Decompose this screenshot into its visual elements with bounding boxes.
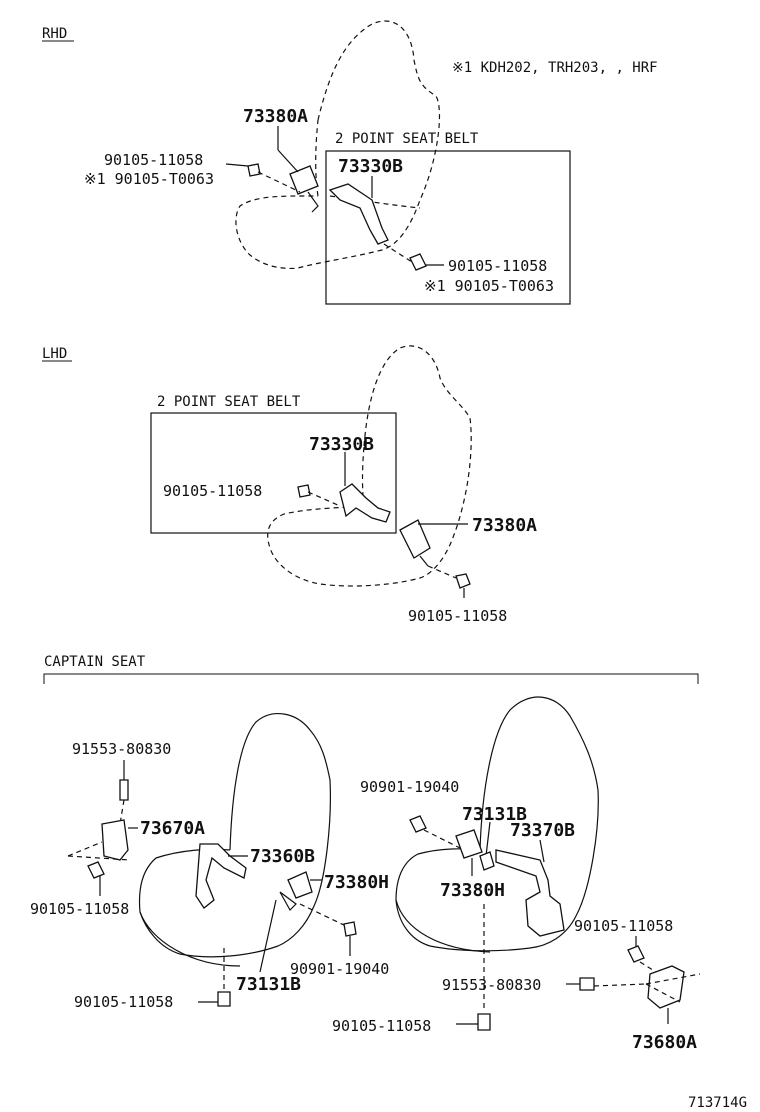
rhd-buckle-part xyxy=(289,165,319,195)
rhd-2point-box xyxy=(325,150,571,305)
section-label-rhd: RHD xyxy=(42,26,67,42)
cr-screw-part xyxy=(409,815,427,833)
cr-stay-part xyxy=(479,851,495,871)
lhd-buckle-bolt-part xyxy=(455,573,471,589)
rhd-belt-bolt-part xyxy=(409,253,427,271)
lhd-belt-part xyxy=(339,483,391,523)
cl-screw-part xyxy=(343,921,357,937)
cr-bolt-mid-label: 91553-80830 xyxy=(442,976,541,994)
cr-bracket-part xyxy=(647,965,685,1009)
section-label-captain: CAPTAIN SEAT xyxy=(44,654,146,670)
rhd-bolt-alt-label: ※1 90105-T0063 xyxy=(84,170,214,188)
model-note: ※1 KDH202, TRH203, , HRF xyxy=(452,60,658,76)
lhd-buckle-part xyxy=(399,519,431,559)
cr-bolt-bottom-part xyxy=(477,1013,491,1031)
cl-belt-label: 73360B xyxy=(250,846,315,867)
lhd-buckle-bolt-label: 90105-11058 xyxy=(408,607,507,625)
cr-stay-label: 73131B xyxy=(462,804,527,825)
cl-bracket-part xyxy=(101,819,129,861)
cr-belt-part xyxy=(495,849,565,937)
cr-bolt-mid-part xyxy=(579,977,595,991)
lhd-seat-outline xyxy=(267,345,472,587)
cr-bolt-right-label: 90105-11058 xyxy=(574,917,673,935)
cl-buckle-label: 73380H xyxy=(324,872,389,893)
lhd-belt-bolt-part xyxy=(297,484,311,498)
rhd-belt-bolt-label: 90105-11058 xyxy=(448,257,547,275)
cl-bracket-label: 73670A xyxy=(140,818,205,839)
lhd-belt-label: 73330B xyxy=(309,434,374,455)
cl-screw-label: 90901-19040 xyxy=(290,960,389,978)
lhd-buckle-label: 73380A xyxy=(472,515,537,536)
cl-belt-part xyxy=(195,843,247,909)
cr-buckle-part xyxy=(455,829,483,859)
cr-belt-label: 73370B xyxy=(510,820,575,841)
lhd-2point-title: 2 POINT SEAT BELT xyxy=(157,394,301,410)
rhd-2point-title: 2 POINT SEAT BELT xyxy=(335,131,479,147)
rhd-bolt-label: 90105-11058 xyxy=(104,151,203,169)
rhd-buckle-label: 73380A xyxy=(243,106,308,127)
captain-left-seat-outline xyxy=(138,713,331,958)
cl-bolt-bottom-part xyxy=(217,991,231,1007)
cl-bolt-left-part xyxy=(87,861,105,879)
rhd-belt-part xyxy=(328,183,389,245)
cr-bolt-right-part xyxy=(627,945,645,963)
section-label-lhd: LHD xyxy=(42,346,67,362)
rhd-belt-bolt-alt-label: ※1 90105-T0063 xyxy=(424,277,554,295)
lhd-belt-bolt-label: 90105-11058 xyxy=(163,482,262,500)
cr-bolt-bottom-label: 90105-11058 xyxy=(332,1017,431,1035)
cl-bolt-left-label: 90105-11058 xyxy=(30,900,129,918)
cr-buckle-label: 73380H xyxy=(440,880,505,901)
cl-bolt-bottom-label: 90105-11058 xyxy=(74,993,173,1011)
cr-bracket-label: 73680A xyxy=(632,1032,697,1053)
captain-right-seat-outline xyxy=(395,696,599,952)
cl-buckle-part xyxy=(287,871,313,899)
rhd-belt-label: 73330B xyxy=(338,156,403,177)
cl-stay-label: 73131B xyxy=(236,974,301,995)
cl-bolt-top-label: 91553-80830 xyxy=(72,740,171,758)
figure-code: 713714G xyxy=(688,1095,747,1111)
lhd-2point-box xyxy=(150,412,397,534)
rhd-bolt-part xyxy=(247,163,261,177)
rhd-seat-outline xyxy=(235,20,441,270)
cl-bolt-top-part xyxy=(119,779,129,801)
cr-screw-label: 90901-19040 xyxy=(360,778,459,796)
